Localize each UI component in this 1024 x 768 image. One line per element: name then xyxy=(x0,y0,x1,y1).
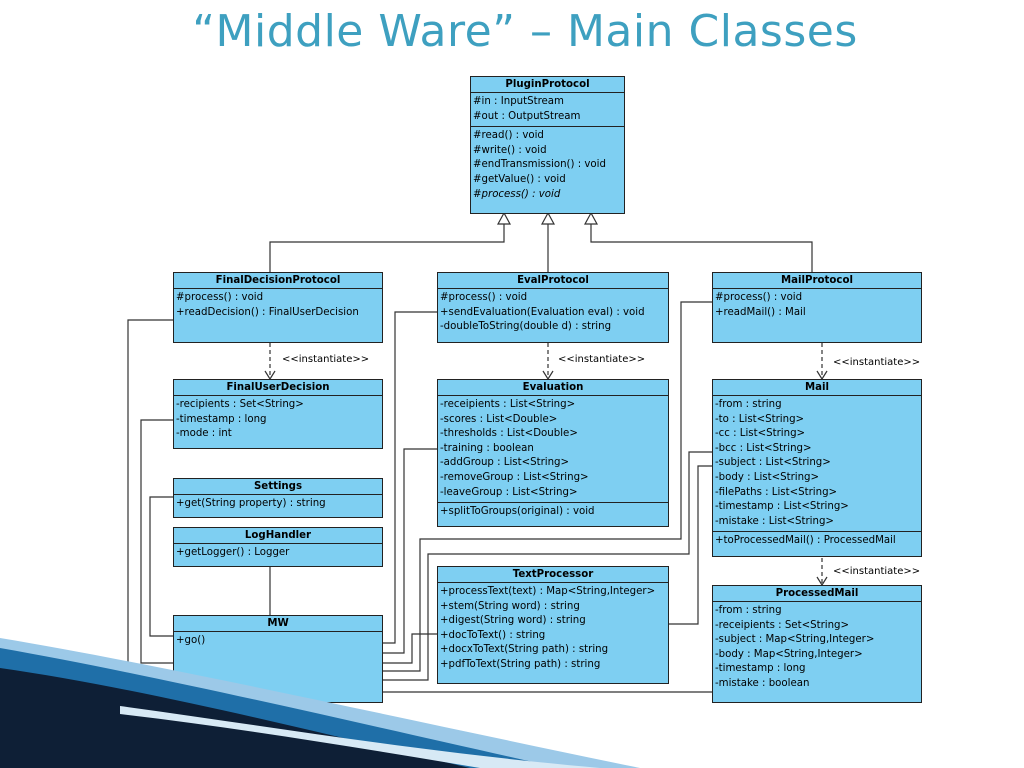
operation: #getValue() : void xyxy=(473,173,566,185)
class-name: Settings xyxy=(174,479,382,495)
stereotype-label: <<instantiate>> xyxy=(833,566,921,577)
operation: +toProcessedMail() : ProcessedMail xyxy=(715,535,896,547)
attribute: -cc : List<String> xyxy=(715,428,806,440)
operations: +splitToGroups(original) : void xyxy=(438,502,668,522)
attribute: -body : Map<String,Integer> xyxy=(715,648,863,660)
attribute: -mistake : List<String> xyxy=(715,515,834,527)
class-name: MailProtocol xyxy=(713,273,921,289)
attribute: #out : OutputStream xyxy=(473,110,581,122)
attribute: -training : boolean xyxy=(440,442,534,454)
operation: #process() : void xyxy=(440,292,528,303)
operation: +pdfToText(String path) : string xyxy=(440,658,601,670)
attribute: -recipients : Set<String> xyxy=(176,399,304,410)
operations: +getLogger() : Logger xyxy=(174,544,382,563)
attribute: -filePaths : List<String> xyxy=(715,486,838,498)
attribute: -timestamp : long xyxy=(715,663,806,675)
attribute: -timestamp : List<String> xyxy=(715,501,849,513)
class-text-processor: TextProcessor +processText(text) : Map<S… xyxy=(437,566,669,684)
attribute: -subject : Map<String,Integer> xyxy=(715,634,875,646)
operations: +get(String property) : string xyxy=(174,495,382,514)
attributes: -from : string -to : List<String> -cc : … xyxy=(713,396,921,531)
attribute: -body : List<String> xyxy=(715,471,820,483)
class-name: LogHandler xyxy=(174,528,382,544)
attribute: -from : string xyxy=(715,605,782,616)
class-mail: Mail -from : string -to : List<String> -… xyxy=(712,379,922,557)
class-name: ProcessedMail xyxy=(713,586,921,602)
attributes: -receipients : List<String> -scores : Li… xyxy=(438,396,668,502)
class-log-handler: LogHandler +getLogger() : Logger xyxy=(173,527,383,567)
attribute: -timestamp : long xyxy=(176,413,267,425)
class-name: EvalProtocol xyxy=(438,273,668,289)
operation: +sendEvaluation(Evaluation eval) : void xyxy=(440,306,645,318)
operations: #read() : void #write() : void #endTrans… xyxy=(471,126,624,204)
class-plugin-protocol: PluginProtocol #in : InputStream #out : … xyxy=(470,76,625,214)
operation: +go() xyxy=(176,635,206,646)
attribute: -receipients : Set<String> xyxy=(715,619,850,631)
stereotype-label: <<instantiate>> xyxy=(282,354,370,365)
class-name: MW xyxy=(174,616,382,632)
attribute: -bcc : List<String> xyxy=(715,442,812,454)
operation: #process() : void xyxy=(715,292,803,303)
class-mail-protocol: MailProtocol #process() : void +readMail… xyxy=(712,272,922,343)
class-name: FinalUserDecision xyxy=(174,380,382,396)
attribute: -mode : int xyxy=(176,428,232,440)
operation: -doubleToString(double d) : string xyxy=(440,321,612,333)
class-name: PluginProtocol xyxy=(471,77,624,93)
attribute: -to : List<String> xyxy=(715,413,805,425)
stereotype-label: <<instantiate>> xyxy=(833,357,921,368)
slide-title: “Middle Ware” – Main Classes xyxy=(192,6,858,57)
attributes: -from : string -receipients : Set<String… xyxy=(713,602,921,694)
attribute: #in : InputStream xyxy=(473,96,564,107)
attribute: -removeGroup : List<String> xyxy=(440,471,589,483)
abstract-operation: #process() : void xyxy=(473,188,561,200)
stereotype-label: <<instantiate>> xyxy=(558,354,646,365)
class-name: Mail xyxy=(713,380,921,396)
attribute: -mistake : boolean xyxy=(715,677,810,689)
class-final-decision-protocol: FinalDecisionProtocol #process() : void … xyxy=(173,272,383,343)
operation: +get(String property) : string xyxy=(176,498,326,509)
operation: +docxToText(String path) : string xyxy=(440,644,609,656)
class-name: FinalDecisionProtocol xyxy=(174,273,382,289)
attributes: #in : InputStream #out : OutputStream xyxy=(471,93,624,126)
attribute: -leaveGroup : List<String> xyxy=(440,486,578,498)
class-eval-protocol: EvalProtocol #process() : void +sendEval… xyxy=(437,272,669,343)
operations: #process() : void +readMail() : Mail xyxy=(713,289,921,322)
operation: #write() : void xyxy=(473,144,547,156)
class-processed-mail: ProcessedMail -from : string -receipient… xyxy=(712,585,922,703)
attribute: -subject : List<String> xyxy=(715,457,831,469)
operation: #process() : void xyxy=(176,292,264,303)
operations: +go() xyxy=(174,632,382,651)
operation: #read() : void xyxy=(473,130,544,142)
operation: +digest(String word) : string xyxy=(440,615,586,627)
operation: +stem(String word) : string xyxy=(440,600,580,612)
operation: +readMail() : Mail xyxy=(715,306,806,318)
operation: +docToText() : string xyxy=(440,629,546,641)
operations: #process() : void +readDecision() : Fina… xyxy=(174,289,382,322)
class-name: TextProcessor xyxy=(438,567,668,583)
operation: #endTransmission() : void xyxy=(473,159,606,171)
operations: +processText(text) : Map<String,Integer>… xyxy=(438,583,668,675)
attribute: -addGroup : List<String> xyxy=(440,457,570,469)
class-mw: MW +go() xyxy=(173,615,383,703)
attributes: -recipients : Set<String> -timestamp : l… xyxy=(174,396,382,444)
attribute: -thresholds : List<Double> xyxy=(440,428,578,440)
class-evaluation: Evaluation -receipients : List<String> -… xyxy=(437,379,669,527)
operation: +processText(text) : Map<String,Integer> xyxy=(440,586,656,597)
operation: +readDecision() : FinalUserDecision xyxy=(176,306,359,318)
attribute: -from : string xyxy=(715,399,782,410)
class-final-user-decision: FinalUserDecision -recipients : Set<Stri… xyxy=(173,379,383,449)
operations: +toProcessedMail() : ProcessedMail xyxy=(713,531,921,551)
class-name: Evaluation xyxy=(438,380,668,396)
attribute: -scores : List<Double> xyxy=(440,413,558,425)
operation: +splitToGroups(original) : void xyxy=(440,506,595,518)
attribute: -receipients : List<String> xyxy=(440,399,576,410)
operation: +getLogger() : Logger xyxy=(176,547,290,558)
class-settings: Settings +get(String property) : string xyxy=(173,478,383,518)
operations: #process() : void +sendEvaluation(Evalua… xyxy=(438,289,668,337)
